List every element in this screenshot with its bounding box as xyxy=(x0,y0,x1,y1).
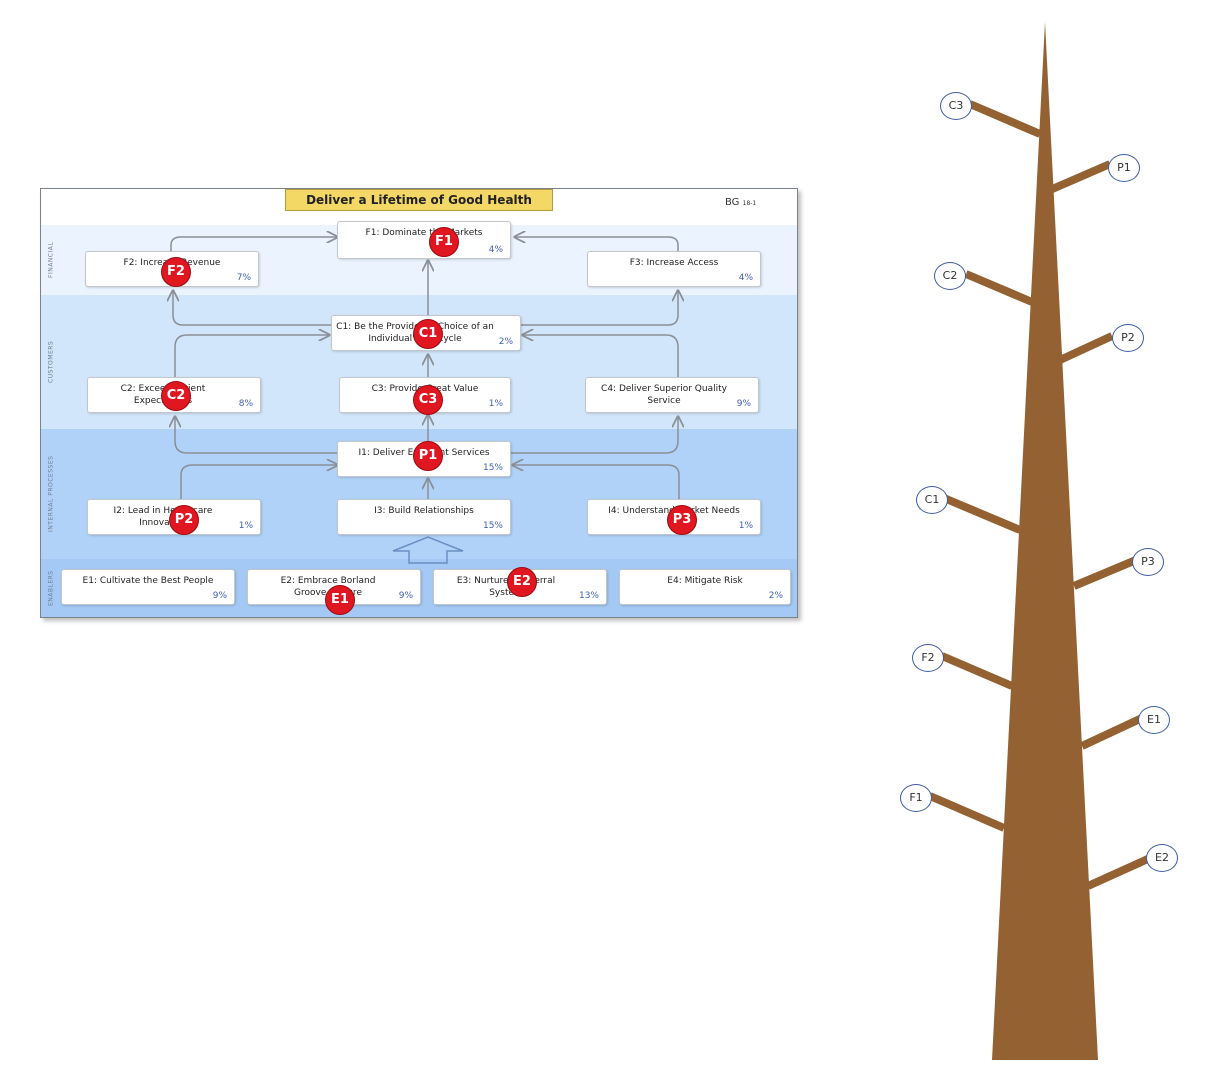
tree-node-c2: C2 xyxy=(934,262,966,290)
branch-f2 xyxy=(940,652,1014,690)
arrow-c1-f3 xyxy=(521,291,678,326)
arrow-f3-f1 xyxy=(515,237,679,251)
arrow-c1-f2 xyxy=(173,291,331,326)
arrow-c4-c1 xyxy=(523,335,679,379)
map-title: Deliver a Lifetime of Good Health xyxy=(285,189,553,211)
tree-node-f1: F1 xyxy=(900,784,932,812)
tree-trunk xyxy=(992,22,1098,1060)
branch-c2 xyxy=(964,270,1034,306)
marker-c1[interactable]: C1 xyxy=(413,319,443,349)
tree-node-e2: E2 xyxy=(1146,844,1178,872)
branch-f1 xyxy=(928,792,1006,832)
strategy-map: FINANCIAL CUSTOMERS INTERNAL PROCESSES E… xyxy=(40,188,798,618)
arrow-i2-i1 xyxy=(180,465,337,501)
objective-f3[interactable]: F3: Increase Access 4% xyxy=(587,251,761,287)
marker-p2[interactable]: P2 xyxy=(169,505,199,535)
branch-c1 xyxy=(942,494,1022,534)
branch-e2 xyxy=(1086,854,1152,890)
marker-e1[interactable]: E1 xyxy=(325,585,355,615)
marker-c3[interactable]: C3 xyxy=(413,385,443,415)
marker-f2[interactable]: F2 xyxy=(161,257,191,287)
marker-p3[interactable]: P3 xyxy=(667,505,697,535)
branch-p3 xyxy=(1072,556,1138,590)
objective-e1[interactable]: E1: Cultivate the Best People 9% xyxy=(61,569,235,605)
arrow-f2-f1 xyxy=(170,237,337,251)
tree-node-p3: P3 xyxy=(1132,548,1164,576)
marker-f1[interactable]: F1 xyxy=(429,227,459,257)
tree-node-p2: P2 xyxy=(1112,324,1144,352)
branch-c3 xyxy=(968,100,1042,138)
objective-e4[interactable]: E4: Mitigate Risk 2% xyxy=(619,569,791,605)
marker-c2[interactable]: C2 xyxy=(161,381,191,411)
branch-e1 xyxy=(1080,714,1144,750)
tree-node-f2: F2 xyxy=(912,644,944,672)
arrow-i1-c2 xyxy=(175,417,337,454)
objective-f1[interactable]: F1: Dominate the Markets 4% xyxy=(337,221,511,259)
arrow-c2-c1 xyxy=(174,335,329,379)
marker-e2[interactable]: E2 xyxy=(507,567,537,597)
bg-code: BG 18-1 xyxy=(725,197,757,208)
branch-p1 xyxy=(1048,160,1112,194)
tree-node-e1: E1 xyxy=(1138,706,1170,734)
tree-node-c1: C1 xyxy=(916,486,948,514)
marker-p1[interactable]: P1 xyxy=(413,441,443,471)
enablers-up-arrow xyxy=(392,536,464,564)
arrow-i1-c4 xyxy=(511,417,678,454)
connector-arrows xyxy=(41,189,797,564)
objective-i3[interactable]: I3: Build Relationships 15% xyxy=(337,499,511,535)
arrow-i4-i1 xyxy=(513,465,680,501)
tree-node-p1: P1 xyxy=(1108,154,1140,182)
tree-diagram xyxy=(928,22,1152,1060)
tree-node-c3: C3 xyxy=(940,92,972,120)
objective-c4[interactable]: C4: Deliver Superior Quality Service 9% xyxy=(585,377,759,413)
branch-p2 xyxy=(1058,332,1114,364)
